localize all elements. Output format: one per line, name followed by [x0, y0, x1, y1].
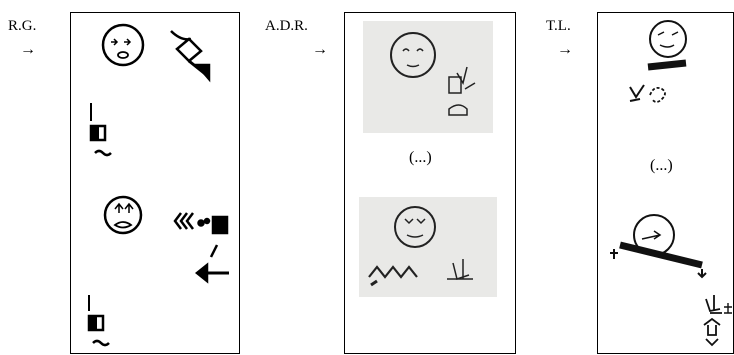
panel-label-rg: R.G.	[8, 18, 37, 34]
hand-movement-symbol-bottom	[173, 212, 229, 284]
panel-adr: (...)	[344, 12, 516, 354]
panel-label-tl: T.L.	[546, 18, 571, 34]
face-symbol-bottom	[103, 195, 143, 235]
arrow-rg: →	[20, 41, 36, 58]
signwriting-symbols-rg	[87, 23, 229, 347]
panel-rg	[70, 12, 240, 354]
face-symbol-top	[101, 23, 145, 67]
arrow-adr: →	[312, 41, 328, 58]
hand-movement-symbol-top	[170, 30, 211, 83]
panel-label-adr: A.D.R.	[265, 18, 308, 34]
contact-symbol-bottom	[87, 295, 110, 347]
handwritten-sign-bottom-photo	[359, 197, 497, 297]
panel-tl: (...)	[597, 12, 734, 354]
contact-symbol-top	[89, 103, 112, 157]
ellipsis-tl: (...)	[650, 157, 673, 174]
handwritten-sign-bottom	[368, 206, 473, 287]
handwritten-sign-tl-top	[629, 20, 687, 103]
handwritten-sign-top	[390, 32, 476, 116]
ellipsis-adr: (...)	[409, 149, 432, 166]
handwritten-sign-tl-bottom	[610, 214, 732, 347]
arrow-tl: →	[557, 41, 573, 58]
